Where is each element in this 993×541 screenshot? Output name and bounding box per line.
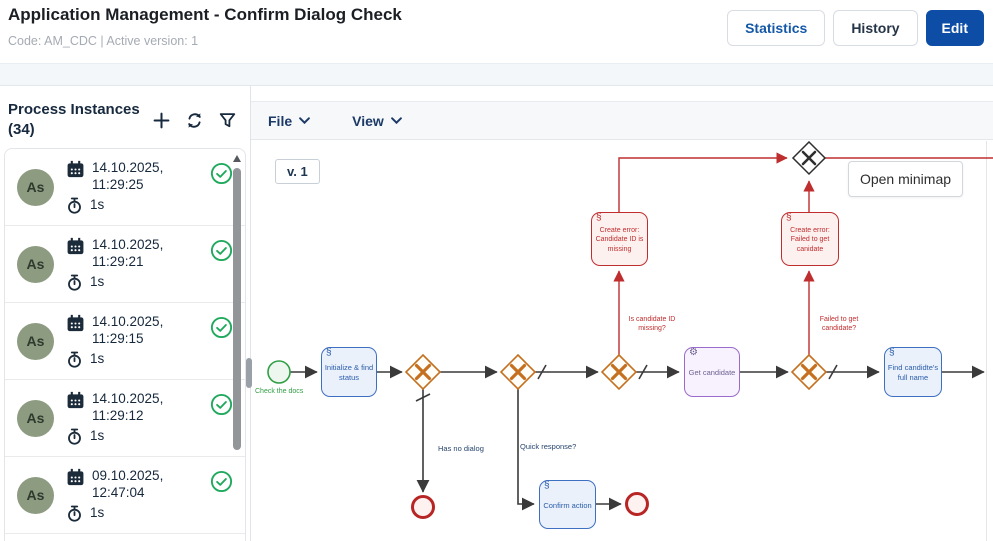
- header-actions: Statistics History Edit: [727, 10, 984, 46]
- duration-icon: [68, 197, 81, 214]
- open-minimap-button[interactable]: Open minimap: [848, 161, 963, 197]
- sidebar-header: Process Instances (34): [0, 86, 250, 149]
- page-title: Application Management - Confirm Dialog …: [8, 5, 402, 24]
- start-event-label: Check the docs: [255, 388, 304, 395]
- scrollbar-thumb[interactable]: [233, 168, 241, 450]
- filter-icon: [219, 112, 236, 127]
- page-header: Application Management - Confirm Dialog …: [0, 0, 993, 63]
- instance-duration: 1s: [90, 350, 105, 366]
- statistics-button[interactable]: Statistics: [727, 10, 826, 46]
- task-find-candidate-name[interactable]: § Find candidte's full name: [884, 347, 942, 397]
- instance-date: 14.10.2025, 11:29:21: [92, 237, 164, 269]
- calendar-icon: [67, 237, 84, 255]
- gateway-2[interactable]: [499, 353, 537, 391]
- duration-icon: [68, 274, 81, 291]
- file-menu[interactable]: File: [268, 113, 311, 129]
- sequence-flows: [290, 364, 985, 511]
- script-icon: §: [596, 212, 602, 223]
- add-instance-button[interactable]: [153, 112, 170, 129]
- task-error-candidate-id[interactable]: § Create error: Candidate ID is missing: [591, 212, 648, 266]
- diagram-canvas[interactable]: § Initialize & find status ⚙ Get candida…: [252, 141, 993, 541]
- view-menu[interactable]: View: [352, 113, 402, 129]
- edge-label-has-no-dialog: Has no dialog: [438, 444, 484, 453]
- instance-date: 14.10.2025, 11:29:12: [92, 391, 164, 423]
- instance-duration: 1s: [90, 273, 105, 289]
- sidebar: Process Instances (34): [0, 86, 250, 541]
- instance-row[interactable]: As 09.10.2025, 12:47:04: [5, 457, 245, 534]
- edge-label-candidate-missing: Is candidate ID missing?: [628, 316, 676, 333]
- duration-icon: [68, 351, 81, 368]
- sidebar-actions: [153, 111, 236, 130]
- instance-list: As 14.10.2025, 11:29:25: [4, 148, 246, 541]
- script-icon: §: [889, 347, 895, 358]
- duration-icon: [68, 428, 81, 445]
- instance-date: 09.10.2025, 12:47:04: [92, 468, 164, 500]
- diagram-toolbar: File View: [251, 101, 993, 140]
- gateway-4[interactable]: [790, 353, 828, 391]
- duration-icon: [68, 505, 81, 522]
- edge-label-failed-get: Failed to get candidate?: [819, 316, 859, 333]
- calendar-icon: [67, 314, 84, 332]
- canvas-right-border: [986, 141, 987, 541]
- process-instances-title: Process Instances (34): [8, 101, 140, 139]
- calendar-icon: [67, 391, 84, 409]
- success-icon: [210, 470, 233, 498]
- success-icon: [210, 239, 233, 267]
- avatar: As: [17, 245, 54, 283]
- success-icon: [210, 393, 233, 421]
- page-subtitle: Code: AM_CDC | Active version: 1: [8, 34, 199, 48]
- avatar: As: [17, 168, 54, 206]
- instance-duration: 1s: [90, 196, 105, 212]
- script-icon: §: [786, 212, 792, 223]
- panel-splitter-handle[interactable]: [246, 358, 252, 388]
- success-icon: [210, 316, 233, 344]
- instance-date: 14.10.2025, 11:29:15: [92, 314, 164, 346]
- calendar-icon: [67, 160, 84, 178]
- bpmn-diagram: [267, 141, 993, 519]
- task-initialize-find-status[interactable]: § Initialize & find status: [321, 347, 377, 397]
- toolbar-strip: [0, 63, 993, 86]
- instance-duration: 1s: [90, 427, 105, 443]
- version-badge: v. 1: [275, 159, 320, 184]
- service-icon: ⚙: [689, 347, 698, 358]
- filter-button[interactable]: [219, 112, 236, 129]
- gateway-1[interactable]: [404, 353, 442, 391]
- gateway-3[interactable]: [600, 353, 638, 391]
- script-icon: §: [544, 480, 550, 491]
- avatar: As: [17, 399, 54, 437]
- avatar: As: [17, 476, 54, 514]
- scroll-up-icon[interactable]: [233, 155, 241, 162]
- refresh-icon: [188, 113, 201, 128]
- success-icon: [210, 162, 233, 190]
- avatar: As: [17, 322, 54, 360]
- gateway-error-merge[interactable]: [791, 141, 827, 176]
- edge-label-quick-response: Quick response?: [520, 442, 577, 451]
- task-get-candidate[interactable]: ⚙ Get candidate: [684, 347, 740, 397]
- start-event[interactable]: [267, 360, 291, 384]
- instance-row[interactable]: As 14.10.2025, 11:29:25: [5, 149, 245, 226]
- task-error-failed-get[interactable]: § Create error: Failed to get canidate: [781, 212, 839, 266]
- refresh-button[interactable]: [185, 111, 204, 130]
- end-event-1[interactable]: [411, 495, 435, 519]
- error-flows: [613, 152, 993, 355]
- task-confirm-action[interactable]: § Confirm action: [539, 480, 596, 529]
- chevron-down-icon: [390, 117, 402, 124]
- list-scrollbar[interactable]: [232, 151, 243, 541]
- script-icon: §: [326, 347, 332, 358]
- edit-button[interactable]: Edit: [925, 10, 984, 46]
- diagram-panel: File View: [250, 86, 993, 541]
- calendar-icon: [67, 468, 84, 486]
- instance-row[interactable]: As 14.10.2025, 11:29:21: [5, 226, 245, 303]
- instance-row[interactable]: As 14.10.2025, 11:29:15: [5, 303, 245, 380]
- history-button[interactable]: History: [833, 10, 918, 46]
- instance-duration: 1s: [90, 504, 105, 520]
- chevron-down-icon: [299, 117, 311, 124]
- instance-row[interactable]: As 14.10.2025, 11:29:12: [5, 380, 245, 457]
- plus-icon: [153, 112, 170, 129]
- end-event-2[interactable]: [625, 492, 649, 516]
- instance-date: 14.10.2025, 11:29:25: [92, 160, 164, 192]
